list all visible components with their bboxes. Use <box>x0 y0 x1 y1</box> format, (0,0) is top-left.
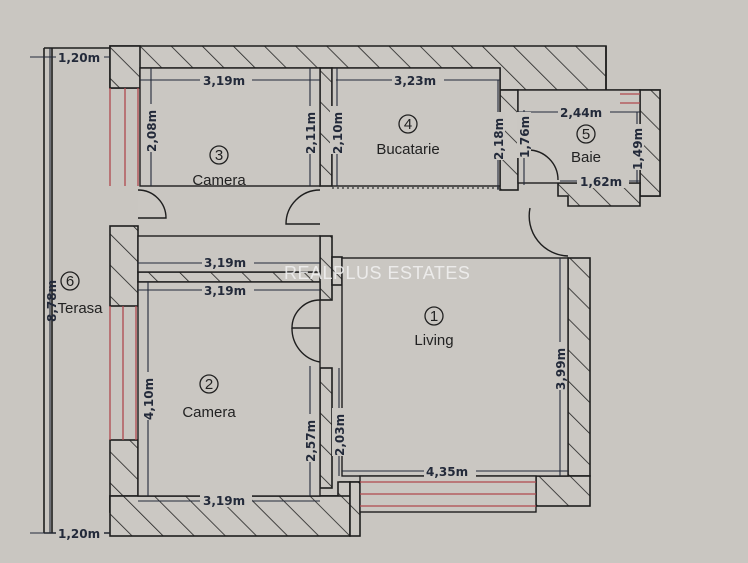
windows <box>109 88 640 507</box>
room-name: Terasa <box>57 300 103 317</box>
room-camera-2: 2 Camera <box>182 374 236 421</box>
dim-terasa-width-top: 1,20m <box>58 51 100 65</box>
room-number: 2 <box>205 376 213 393</box>
walls <box>109 45 661 537</box>
room-name: Camera <box>182 404 236 421</box>
dim-bucatarie-width: 3,23m <box>394 74 436 88</box>
watermark: REALPLUS ESTATES <box>284 263 470 283</box>
dim-camera3-height-right: 2,11m <box>304 112 318 154</box>
dim-baie-height-left: 1,76m <box>518 116 532 158</box>
dim-camera2-width: 3,19m <box>203 494 245 508</box>
door-baie <box>527 149 559 181</box>
dim-camera2-height-left: 4,10m <box>142 378 156 420</box>
door-bucatarie <box>285 189 321 225</box>
room-name: Living <box>414 332 453 349</box>
room-camera-3: 3 Camera <box>192 145 246 189</box>
dim-living-height-left: 2,03m <box>333 414 347 456</box>
doors <box>137 149 569 363</box>
dim-terasa-width-bottom: 1,20m <box>58 527 100 541</box>
dim-terasa-length: 8,78m <box>45 280 59 322</box>
dim-baie-height-right: 1,49m <box>631 128 645 170</box>
dim-hall-width-top: 3,19m <box>204 256 246 270</box>
door-camera2 <box>291 327 321 363</box>
door-camera3 <box>137 189 167 219</box>
room-number: 6 <box>66 273 74 290</box>
room-name: Camera <box>192 172 246 189</box>
room-living: 1 Living <box>414 306 454 349</box>
dim-baie-width-bottom: 1,62m <box>580 175 622 189</box>
dimension-labels: 1,20m 1,20m 8,78m 3,19m 2,08m 2,11m 3,23… <box>45 50 645 541</box>
room-number: 1 <box>430 308 438 325</box>
dim-living-height-right: 3,99m <box>554 348 568 390</box>
dim-hall-width-bottom: 3,19m <box>204 284 246 298</box>
room-bucatarie: 4 Bucatarie <box>376 114 440 158</box>
dim-camera3-width: 3,19m <box>203 74 245 88</box>
room-baie: 5 Baie <box>571 124 601 166</box>
dim-bucatarie-height-left: 2,10m <box>331 112 345 154</box>
room-number: 4 <box>404 116 412 133</box>
room-name: Baie <box>571 149 601 166</box>
room-floors <box>137 67 641 513</box>
room-number: 5 <box>582 126 590 143</box>
dim-living-width: 4,35m <box>426 465 468 479</box>
room-terasa: 6 Terasa <box>57 271 103 317</box>
room-labels: 1 Living 2 Camera 3 Camera 4 Bucatarie 5… <box>57 114 601 421</box>
dim-bucatarie-height-right: 2,18m <box>492 118 506 160</box>
dim-camera3-height-left: 2,08m <box>145 110 159 152</box>
dim-camera2-height-right: 2,57m <box>304 420 318 462</box>
room-number: 3 <box>215 147 223 164</box>
room-name: Bucatarie <box>376 141 439 158</box>
door-entrance <box>528 207 569 257</box>
dim-baie-width-top: 2,44m <box>560 106 602 120</box>
